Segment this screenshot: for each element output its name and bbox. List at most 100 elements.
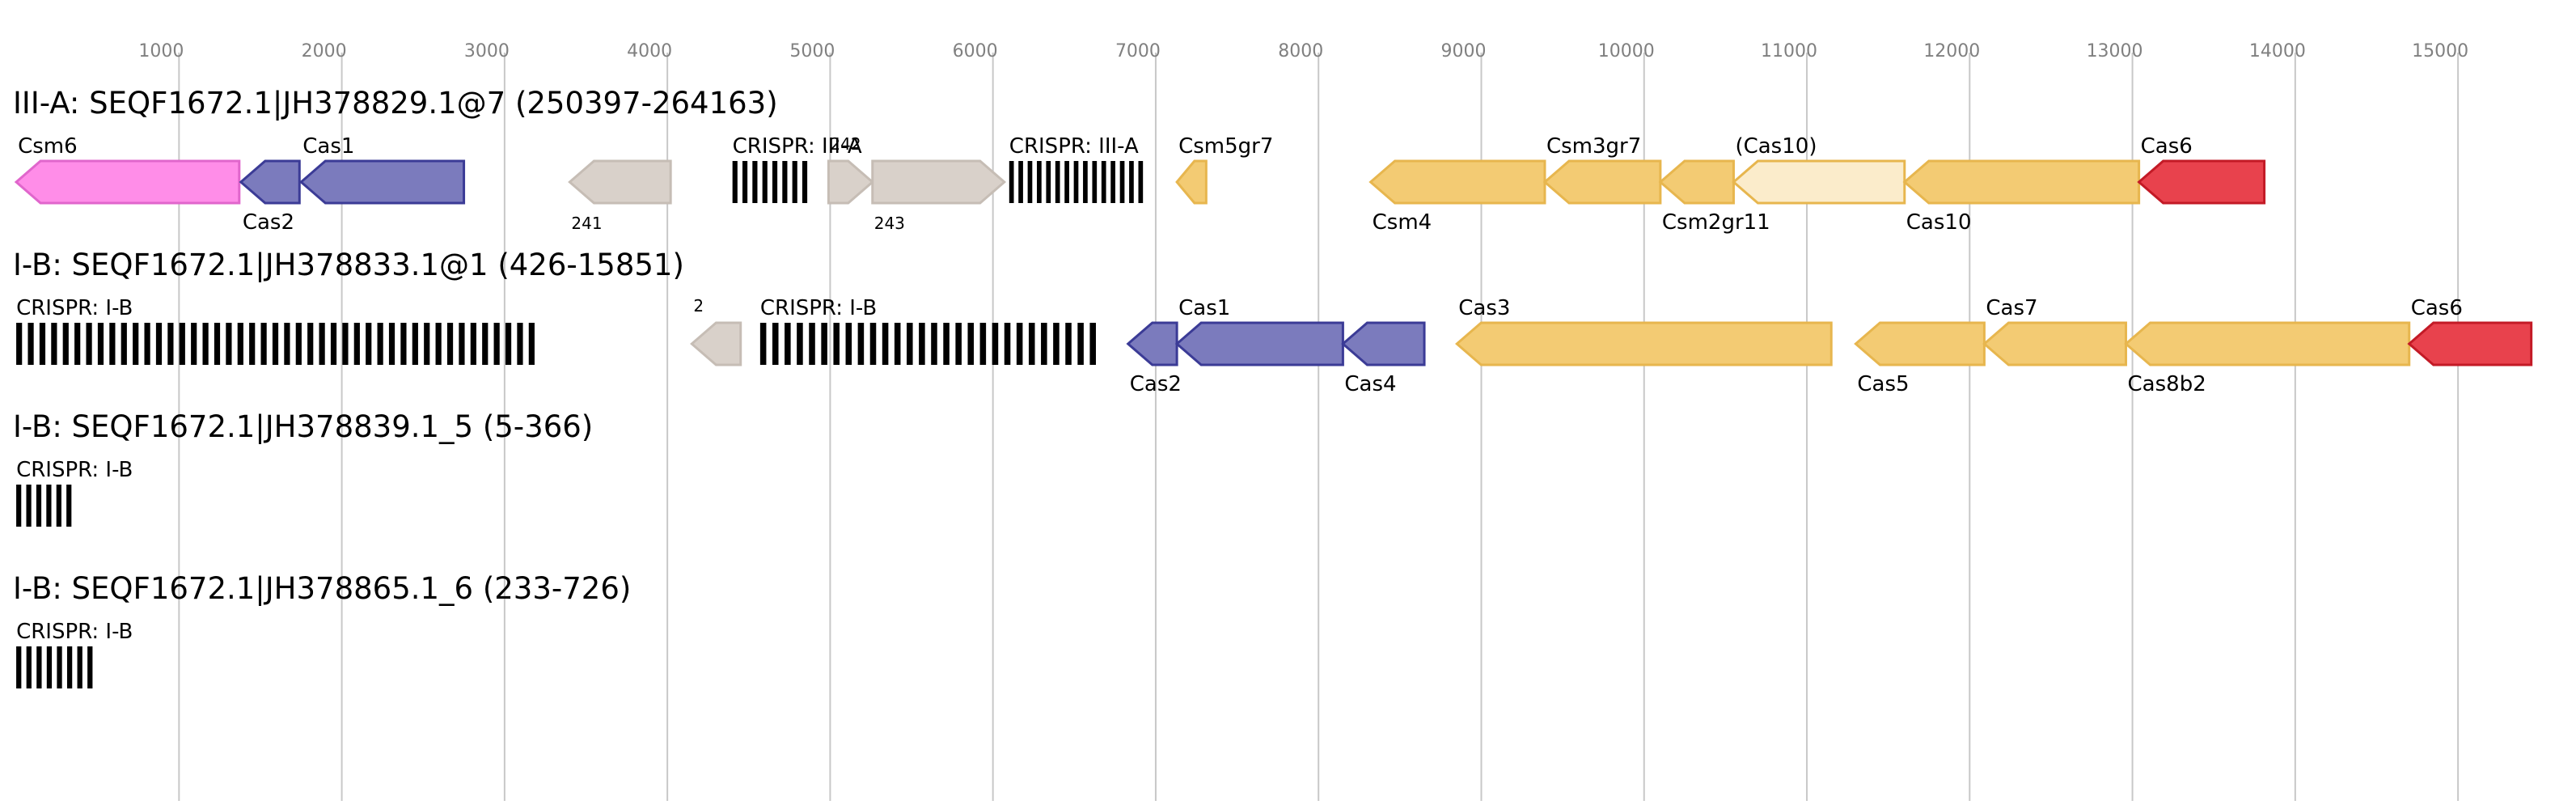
gene-arrow <box>1126 321 1178 366</box>
crispr-repeat <box>62 323 69 365</box>
tick-label: 13000 <box>2087 41 2143 61</box>
crispr-repeat <box>967 323 975 365</box>
crispr-repeat <box>493 323 500 365</box>
crispr-repeat <box>249 323 256 365</box>
crispr-repeat <box>470 323 476 365</box>
tick-label: 9000 <box>1440 41 1486 61</box>
tick-label: 5000 <box>789 41 835 61</box>
crispr-repeat <box>353 323 360 365</box>
crispr-repeat <box>36 485 42 527</box>
tick-label: 3000 <box>464 41 510 61</box>
gene-label: Csm5gr7 <box>1178 134 1273 159</box>
crispr-repeat <box>260 323 267 365</box>
gene-arrow <box>690 321 742 366</box>
crispr-repeat <box>377 323 383 365</box>
crispr-repeat <box>1089 323 1096 365</box>
crispr-repeat <box>907 323 913 365</box>
gene-arrow <box>2124 321 2411 366</box>
gene-arrow <box>1455 321 1833 366</box>
gene-label: Cas6 <box>2141 134 2193 159</box>
crispr-repeat <box>77 646 82 688</box>
crispr-repeat <box>1037 161 1042 203</box>
crispr-repeat <box>1028 323 1035 365</box>
tick-label: 12000 <box>1923 41 1980 61</box>
gene-label: Cas1 <box>1178 296 1230 320</box>
tick-label: 15000 <box>2412 41 2468 61</box>
crispr-repeat <box>319 323 325 365</box>
gene-label: 243 <box>874 214 905 233</box>
gene-arrow <box>1854 321 1986 366</box>
crispr-repeat <box>821 323 827 365</box>
crispr-repeat <box>57 646 62 688</box>
crispr-repeat <box>388 323 395 365</box>
crispr-repeat <box>237 323 243 365</box>
crispr-repeat <box>27 323 34 365</box>
gene-label: Csm2gr11 <box>1662 210 1770 235</box>
tracks: III-A: SEQF1672.1|JH378829.1@7 (250397-2… <box>13 86 2533 688</box>
crispr-repeat <box>26 485 32 527</box>
crispr-repeat <box>144 323 150 365</box>
crispr-repeat <box>759 323 767 365</box>
track-1: III-A: SEQF1672.1|JH378829.1@7 (250397-2… <box>13 86 2266 235</box>
crispr-label: CRISPR: III-A <box>1009 134 1139 159</box>
crispr-repeat <box>845 323 852 365</box>
crispr-repeat <box>517 323 523 365</box>
crispr-repeat <box>528 323 535 365</box>
crispr-repeat <box>97 323 104 365</box>
crispr-repeat <box>342 323 349 365</box>
gene-arrow <box>2137 159 2266 205</box>
gene-arrow <box>871 159 1007 205</box>
crispr-repeat <box>87 646 93 688</box>
crispr-repeat <box>742 161 748 203</box>
crispr-repeat <box>1018 161 1023 203</box>
crispr-repeat <box>66 646 73 688</box>
crispr-repeat <box>26 646 32 688</box>
crispr-repeat <box>772 161 778 203</box>
crispr-repeat <box>179 323 185 365</box>
crispr-label: CRISPR: I-B <box>760 296 877 320</box>
crispr-repeat <box>226 323 232 365</box>
crispr-repeat <box>943 323 950 365</box>
tick-label: 11000 <box>1761 41 1817 61</box>
gene-arrow <box>1902 159 2141 205</box>
gene-arrow <box>1175 159 1208 205</box>
crispr-label: CRISPR: I-B <box>16 458 133 482</box>
crispr-repeat <box>782 161 788 203</box>
gene-arrow <box>2407 321 2533 366</box>
gene-arrow <box>1174 321 1344 366</box>
track-title: III-A: SEQF1672.1|JH378829.1@7 (250397-2… <box>13 86 778 121</box>
crispr-repeat <box>51 323 57 365</box>
gene-label: Cas1 <box>302 134 354 159</box>
crispr-repeat <box>1016 323 1023 365</box>
crispr-repeat <box>214 323 221 365</box>
crispr-repeat <box>435 323 442 365</box>
gene-label: Csm4 <box>1373 210 1432 235</box>
crispr-repeat <box>121 323 127 365</box>
track-2: I-B: SEQF1672.1|JH378833.1@1 (426-15851)… <box>13 248 2533 396</box>
crispr-repeat <box>1027 161 1033 203</box>
crispr-repeat <box>46 485 52 527</box>
gene-arrow <box>568 159 672 205</box>
crispr-repeat <box>86 323 92 365</box>
gene-label: 241 <box>571 214 602 233</box>
gene-arrow <box>239 159 301 205</box>
crispr-repeat <box>446 323 454 365</box>
tick-label: 2000 <box>302 41 347 61</box>
gene-label: Cas2 <box>1130 372 1182 396</box>
tick-label: 8000 <box>1278 41 1323 61</box>
crispr-repeat <box>167 323 174 365</box>
crispr-repeat <box>272 323 279 365</box>
tick-label: 6000 <box>953 41 998 61</box>
gene-label: Cas8b2 <box>2128 372 2206 396</box>
crispr-repeat <box>16 646 22 688</box>
crispr-repeat <box>732 161 738 203</box>
crispr-repeat <box>295 323 302 365</box>
track-title: I-B: SEQF1672.1|JH378839.1_5 (5-366) <box>13 409 593 444</box>
crispr-repeat <box>191 323 197 365</box>
gene-arrow <box>1732 159 1906 205</box>
track-3: I-B: SEQF1672.1|JH378839.1_5 (5-366) CRIS… <box>13 409 593 527</box>
crispr-repeat <box>202 323 209 365</box>
tick-label: 7000 <box>1115 41 1161 61</box>
crispr-repeat <box>992 323 999 365</box>
crispr-repeat <box>74 323 81 365</box>
